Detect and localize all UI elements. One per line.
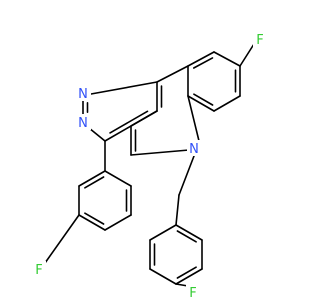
bond-benzo-double	[187, 95, 215, 112]
bond-CH2-ring	[175, 194, 180, 226]
bond-ph	[104, 214, 132, 231]
bond-benzo	[213, 51, 241, 67]
bond-bz-double	[175, 224, 203, 241]
atom-F-top: F	[256, 33, 263, 48]
bond-bz	[149, 268, 177, 285]
bond-bz-double-inner	[176, 230, 197, 243]
bond-ring	[156, 65, 189, 83]
bond-ph-double	[78, 170, 106, 187]
bond-N-CH2	[178, 155, 195, 196]
bond-pyrazole-double	[104, 110, 158, 142]
bond-ph-double-inner	[84, 176, 105, 189]
bond-ph-double-inner	[84, 212, 105, 225]
bond-pyrazole	[88, 127, 106, 142]
structure-svg: F F F N N N	[32, 31, 267, 301]
atom-labels: F F F N N N	[32, 31, 267, 301]
bond-ring	[187, 95, 200, 142]
bond-ph	[104, 170, 132, 187]
bond-C-F	[44, 214, 80, 264]
atom-N-mid: N	[78, 116, 88, 131]
atom-N-ring: N	[189, 142, 199, 157]
bond-benzo-double-inner	[193, 93, 214, 106]
bond-benzo-double-inner	[192, 57, 214, 69]
bond-bz	[149, 224, 177, 241]
bond-pyrazole-double-inner	[109, 110, 149, 134]
atom-F-left: F	[35, 263, 42, 278]
bond-bz-double	[175, 268, 203, 285]
atom-F-right: F	[189, 286, 196, 300]
bond-pyrazole	[90, 81, 158, 95]
bond-ring	[130, 149, 190, 156]
bonds	[44, 43, 255, 287]
bond-bz-double-inner	[176, 266, 197, 279]
bond-benzo	[213, 95, 241, 112]
bond-benzo-double	[187, 51, 215, 67]
atom-N-top: N	[78, 87, 88, 102]
molecule-diagram: F F F N N N	[32, 31, 267, 301]
bond-C-F	[239, 43, 255, 67]
bond-ph-double	[78, 214, 106, 231]
